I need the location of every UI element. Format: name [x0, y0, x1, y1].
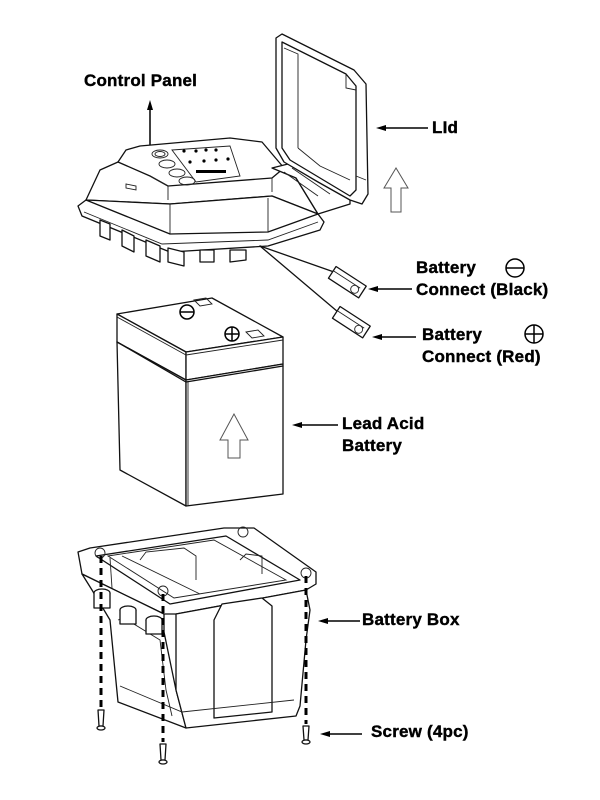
- screw-label: Screw (4pc): [371, 722, 469, 741]
- orientation-arrow-icon: [219, 412, 249, 459]
- battery-box-label: Battery Box: [362, 610, 460, 629]
- screw-icon: [96, 709, 106, 731]
- lead-acid-battery-drawing: [116, 297, 338, 507]
- control-panel-drawing: [77, 100, 351, 267]
- battery-box-drawing: [77, 526, 360, 729]
- battery-positive-mark-icon: [224, 326, 240, 342]
- lid-label: LId: [432, 118, 459, 137]
- battery-negative-mark-icon: [179, 304, 195, 320]
- screws-drawing: [96, 556, 362, 765]
- lift-arrow-icon: [383, 167, 409, 213]
- positive-terminal-icon: [524, 324, 544, 344]
- screw-icon: [301, 725, 311, 745]
- battery-connect-red-label-line1: Battery: [422, 325, 482, 344]
- screw-icon: [158, 743, 168, 765]
- battery-connect-red-label-line2: Connect (Red): [422, 347, 541, 366]
- lead-acid-battery-label-line2: Battery: [342, 436, 402, 455]
- battery-connect-black-label-line1: Battery: [416, 258, 476, 277]
- negative-terminal-icon: [505, 258, 525, 278]
- battery-connect-black-label-line2: Connect (Black): [416, 280, 549, 299]
- control-panel-label: Control Panel: [84, 71, 198, 90]
- lid-drawing: [275, 33, 428, 213]
- battery-connectors-drawing: [259, 245, 544, 344]
- lead-acid-battery-label-line1: Lead Acid: [342, 414, 425, 433]
